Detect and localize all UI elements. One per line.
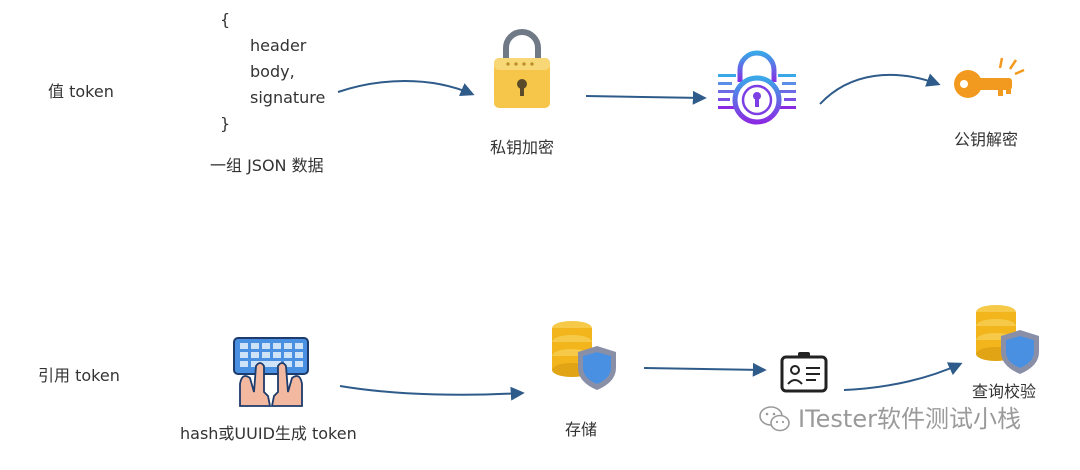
arrow-store-to-verify — [643, 362, 767, 377]
json-line-body: body, — [250, 62, 295, 81]
arrow-json-to-encrypt — [337, 80, 475, 97]
watermark-text: ITester软件测试小栈 — [798, 405, 1021, 433]
arrow-verify-to-query — [843, 362, 963, 391]
watermark: ITester软件测试小栈 — [758, 404, 1021, 434]
arrow-cipher-to-decrypt — [819, 73, 941, 105]
generate-token-label: hash或UUID生成 token — [180, 424, 357, 443]
public-key-decrypt-label: 公钥解密 — [954, 130, 1019, 149]
database-shield-icon — [552, 321, 616, 390]
value-token-label: 值 token — [48, 82, 114, 101]
json-close-brace: } — [220, 114, 231, 133]
arrow-encrypt-to-cipher — [585, 90, 707, 105]
private-key-encrypt-label: 私钥加密 — [490, 138, 555, 157]
json-line-header: header — [250, 36, 307, 55]
json-caption: 一组 JSON 数据 — [210, 156, 324, 175]
key-icon — [954, 57, 1025, 98]
json-open-brace: { — [220, 10, 231, 29]
wechat-icon — [759, 406, 790, 432]
id-card-icon — [780, 352, 828, 393]
json-line-signature: signature — [250, 88, 326, 107]
query-verify-label: 查询校验 — [972, 382, 1037, 401]
encrypted-lock-icon — [718, 50, 796, 125]
storage-label: 存储 — [565, 420, 598, 439]
keyboard-hands-icon — [233, 337, 309, 407]
reference-token-label: 引用 token — [38, 366, 120, 385]
database-shield-icon-verify — [976, 305, 1039, 374]
arrow-generate-to-store — [339, 385, 525, 401]
padlock-icon — [494, 29, 550, 108]
